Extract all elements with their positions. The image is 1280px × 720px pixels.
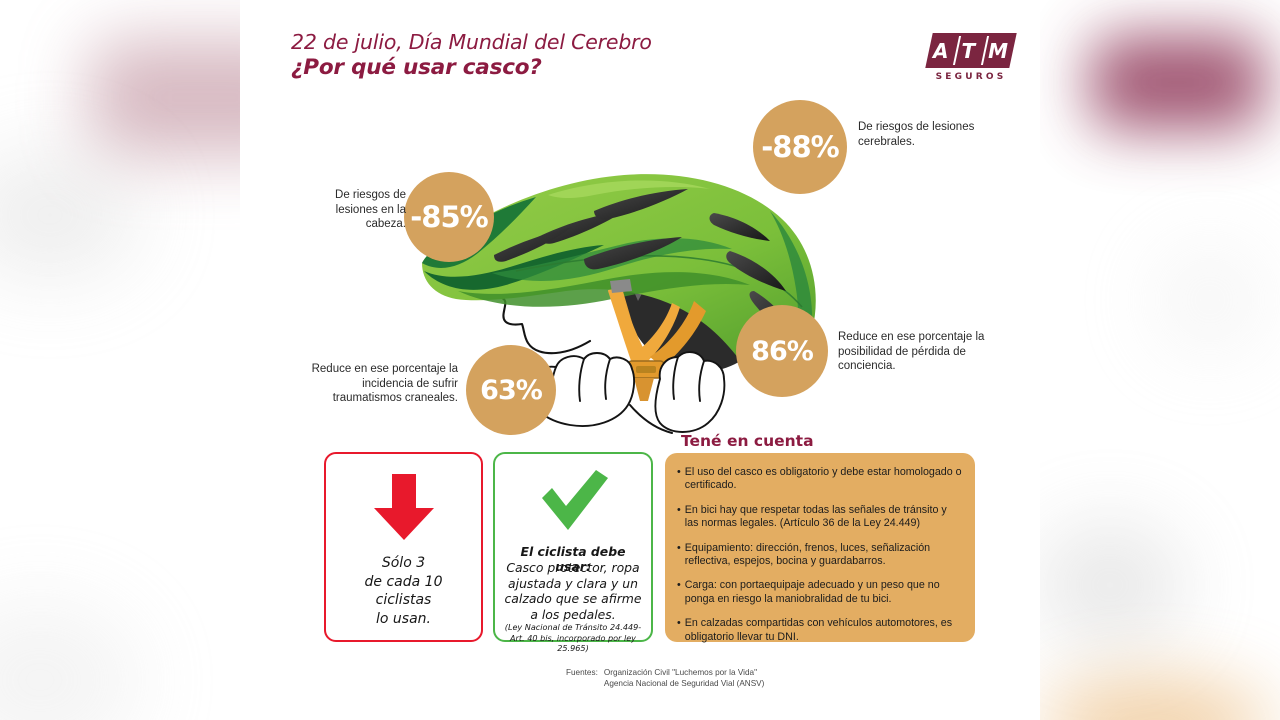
backdrop-blob	[1035, 520, 1185, 650]
recommendation-heading: El ciclista debe usar:	[520, 544, 626, 574]
sources-label: Fuentes:	[566, 668, 598, 677]
page-title: ¿Por qué usar casco?	[291, 55, 542, 80]
helmet-illustration	[398, 95, 878, 435]
stat-note-88: De riesgos de lesiones cerebrales.	[858, 121, 975, 148]
recommendation-card: El ciclista debe usar: Casco protector, …	[493, 452, 653, 653]
backdrop-blob	[1150, 240, 1270, 360]
tip-text: El uso del casco es obligatorio y debe e…	[684, 466, 962, 492]
stat-bubble-63: 63%	[466, 345, 556, 435]
bullet-icon: •	[677, 579, 681, 592]
bullet-icon: •	[677, 541, 681, 554]
stat-note-86: Reduce en ese porcentaje la posibilidad …	[838, 331, 985, 372]
stat-bubble-86: 86%	[736, 305, 828, 397]
atm-seguros-logo: A T M SEGUROS	[925, 33, 1017, 83]
header: 22 de julio, Día Mundial del Cerebro ¿Po…	[291, 30, 991, 96]
recommendation-fineprint: (Ley Nacional de Tránsito 24.449- Art. 4…	[504, 622, 642, 653]
shoulder-outline	[629, 404, 673, 434]
checkmark-icon	[495, 466, 651, 538]
logo-subtitle: SEGUROS	[935, 72, 1007, 82]
tip-item: • Equipamiento: dirección, frenos, luces…	[677, 542, 963, 569]
tips-title: Tené en cuenta	[681, 432, 814, 450]
sources-footer: Fuentes: Organización Civil "Luchemos po…	[566, 668, 986, 689]
logo-badge: A T M	[925, 33, 1017, 68]
helmet-straps	[608, 279, 706, 401]
tips-panel: • El uso del casco es obligatorio y debe…	[665, 453, 975, 644]
backdrop-blob	[0, 150, 140, 280]
source-line: Agencia Nacional de Seguridad Vial (ANSV…	[603, 678, 765, 688]
helmet-shell-shadow	[458, 272, 750, 307]
sources-values: Organización Civil "Luchemos por la Vida…	[604, 668, 986, 689]
tip-item: • En bici hay que respetar todas las señ…	[677, 504, 963, 531]
cyclist-hands	[525, 351, 726, 433]
logo-letter-a: A	[932, 38, 950, 63]
stat-bubble-88: -88%	[753, 100, 847, 194]
helmet-highlight	[548, 180, 710, 198]
page-subtitle: 22 de julio, Día Mundial del Cerebro	[291, 30, 652, 54]
tip-text: Carga: con portaequipaje adecuado y un p…	[684, 579, 940, 605]
tip-text: En bici hay que respetar todas las señal…	[684, 503, 947, 530]
tip-item: • El uso del casco es obligatorio y debe…	[677, 466, 963, 493]
backdrop-blob	[1090, 35, 1265, 130]
bullet-icon: •	[677, 617, 681, 630]
stat-note-63: Reduce en ese porcentaje la incidencia d…	[311, 363, 458, 404]
down-arrow-icon	[326, 468, 481, 544]
logo-letters: A T M	[929, 33, 1013, 68]
tip-item: • En calzadas compartidas con vehículos …	[677, 617, 963, 644]
recommendation-body: Casco protector, ropa ajustada y clara y…	[504, 560, 642, 622]
bullet-icon: •	[677, 466, 681, 478]
stat-bubble-85: -85%	[404, 172, 494, 262]
source-line: Organización Civil "Luchemos por la Vida…	[603, 668, 757, 677]
helmet-visor-shadow	[424, 245, 604, 290]
stat-note-85: De riesgos de lesiones en la cabeza.	[335, 189, 406, 230]
tip-text: Equipamiento: dirección, frenos, luces, …	[684, 541, 931, 568]
bullet-icon: •	[677, 503, 681, 516]
tip-item: • Carga: con portaequipaje adecuado y un…	[677, 579, 963, 606]
tip-text: En calzadas compartidas con vehículos au…	[684, 617, 953, 643]
